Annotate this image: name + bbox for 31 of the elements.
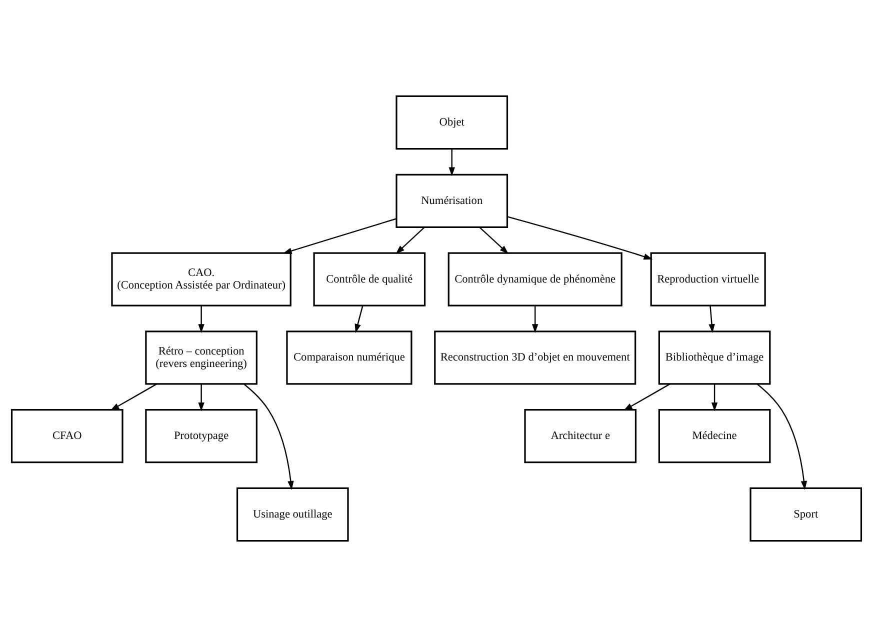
arrow [354, 305, 364, 332]
node-box: Numérisation [396, 173, 508, 228]
node-box: Reconstruction 3D d’objet en mouvement [434, 330, 636, 384]
arrow [532, 305, 538, 332]
arrow [507, 216, 653, 260]
arrow [396, 226, 425, 254]
arrow [624, 383, 670, 410]
node-box: Sport [750, 486, 862, 542]
node-box: CFAO [10, 408, 124, 463]
node-box: Rétro – conception (revers engineering) [145, 330, 258, 384]
node-box: Contrôle de qualité [313, 252, 426, 306]
arrow [282, 218, 396, 254]
node-box: CAO. (Conception Assistée par Ordinateur) [111, 252, 292, 306]
arrow [110, 383, 157, 410]
node-box: Architectur e [524, 408, 637, 463]
node-box: Contrôle dynamique de phénomène [448, 252, 622, 306]
node-box: Comparaison numérique [286, 330, 412, 384]
node-box: Usinage outillage [236, 486, 349, 542]
arrow [244, 383, 294, 490]
arrow [711, 384, 718, 411]
arrow [448, 148, 455, 176]
node-box: Objet [396, 94, 508, 150]
node-box: Reproduction virtuelle [650, 252, 766, 306]
node-box: Bibliothèque d’image [658, 330, 771, 384]
arrow [708, 305, 715, 332]
arrow [479, 226, 509, 254]
arrow [198, 305, 204, 332]
arrow [757, 383, 808, 490]
node-box: Prototypage [145, 408, 258, 463]
arrow [198, 384, 204, 411]
node-box: Médecine [658, 408, 771, 463]
